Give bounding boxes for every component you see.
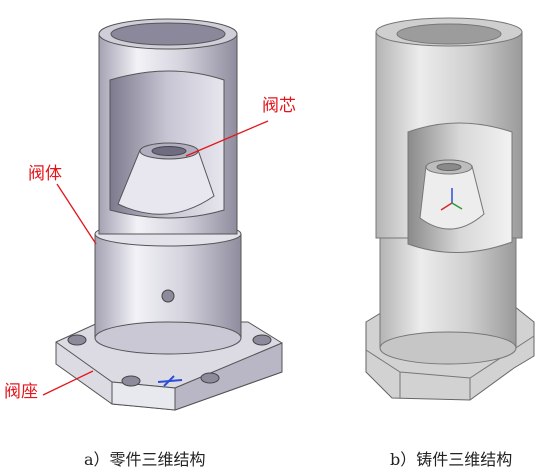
- axis-marker: [157, 375, 183, 387]
- bolt-hole: [121, 375, 141, 387]
- valve-part-model: [55, 18, 283, 411]
- label-valve-core: 阀芯: [262, 96, 296, 116]
- caption-part: a）零件三维结构: [84, 450, 206, 469]
- valve-body-lower: [94, 233, 242, 339]
- casting-body-lower: [379, 235, 517, 349]
- leader-valve-body: [56, 183, 97, 245]
- bolt-hole: [252, 334, 272, 346]
- label-valve-body: 阀体: [28, 164, 62, 184]
- axis-triad: [440, 188, 463, 211]
- bolt-hole: [67, 334, 87, 346]
- bolt-hole: [200, 372, 220, 384]
- leader-lines: [42, 120, 269, 396]
- leader-valve-core: [185, 120, 269, 157]
- label-valve-seat: 阀座: [4, 382, 38, 402]
- leader-valve-seat: [42, 370, 94, 396]
- caption-casting: b）铸件三维结构: [390, 450, 513, 469]
- side-port: [161, 289, 175, 303]
- casting-model: [365, 17, 535, 401]
